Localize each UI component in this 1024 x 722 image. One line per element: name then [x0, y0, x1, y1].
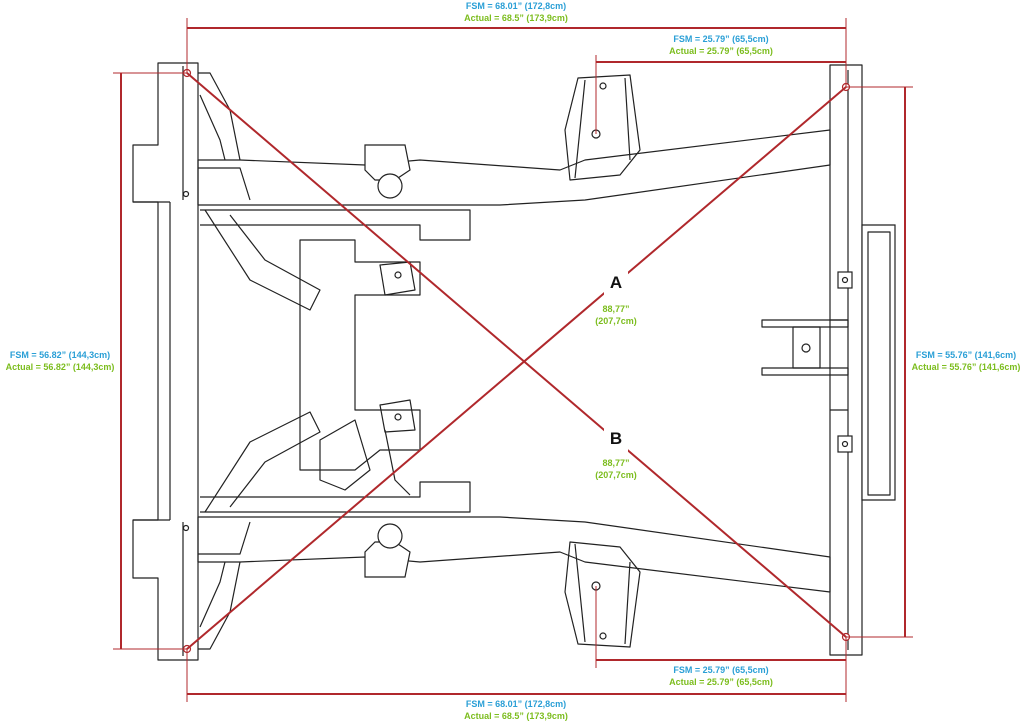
top-overall-actual: Actual = 68.5” (173,9cm)	[464, 13, 568, 23]
right-width-actual: Actual = 55.76” (141,6cm)	[912, 362, 1021, 372]
diagonal-b	[186, 72, 847, 638]
rear-crossmember	[829, 64, 863, 656]
bottom-overall-actual: Actual = 68.5” (173,9cm)	[464, 711, 568, 721]
diagonal-b-letter: B	[610, 429, 622, 448]
bottom-rail	[197, 516, 831, 593]
bottom-overall-fsm: FSM = 68.01” (172,8cm)	[466, 699, 566, 709]
front-crossmember	[132, 62, 199, 661]
center-crossmember	[299, 239, 421, 471]
diagonal-b-metric: (207,7cm)	[595, 470, 637, 480]
diagonal-a-letter: A	[610, 273, 622, 292]
left-width-fsm: FSM = 56.82” (144,3cm)	[10, 350, 110, 360]
top-rear-fsm: FSM = 25.79” (65,5cm)	[673, 34, 768, 44]
diagonal-a-metric: (207,7cm)	[595, 316, 637, 326]
diagonal-lines	[186, 72, 847, 650]
chassis-frame	[132, 62, 896, 661]
dimension-lines	[113, 18, 913, 702]
dimension-labels: FSM = 68.01” (172,8cm) Actual = 68.5” (1…	[6, 1, 1021, 721]
right-width-fsm: FSM = 55.76” (141,6cm)	[916, 350, 1016, 360]
diagonal-b-value: 88,77”	[602, 458, 629, 468]
top-rear-actual: Actual = 25.79” (65,5cm)	[669, 46, 773, 56]
diagonal-a-value: 88,77”	[602, 304, 629, 314]
left-width-actual: Actual = 56.82” (144,3cm)	[6, 362, 115, 372]
bottom-rear-fsm: FSM = 25.79” (65,5cm)	[673, 665, 768, 675]
diagonal-labels: A 88,77” (207,7cm) B 88,77” (207,7cm)	[595, 273, 637, 480]
top-rail	[197, 129, 831, 206]
diagonal-a	[186, 86, 847, 650]
top-overall-fsm: FSM = 68.01” (172,8cm)	[466, 1, 566, 11]
bottom-rear-actual: Actual = 25.79” (65,5cm)	[669, 677, 773, 687]
